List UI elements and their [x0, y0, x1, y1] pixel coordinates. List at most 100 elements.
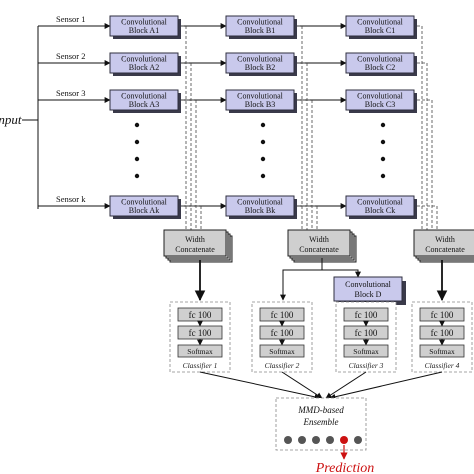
svg-text:fc 100: fc 100 [431, 310, 454, 320]
conv-block-d: Convolutional Block D [333, 276, 406, 305]
dashed-feature-lines [181, 25, 438, 234]
feature-dash-line [297, 62, 308, 234]
block-prefix: Convolutional [237, 18, 284, 27]
classifier-label: Classifier 4 [425, 361, 460, 370]
feature-dash-line [417, 25, 423, 234]
block-prefix: Convolutional [237, 55, 284, 64]
softmax-layer [419, 344, 465, 358]
block-prefix: Convolutional [357, 198, 404, 207]
softmax-layer [343, 344, 389, 358]
feature-dash-line [417, 99, 433, 234]
svg-text:Concatenate: Concatenate [175, 245, 215, 254]
block-prefix: Convolutional [121, 198, 168, 207]
feature-dash-line [297, 25, 303, 234]
ensemble-line2: Ensemble [303, 417, 339, 427]
sensor-label: Sensor k [56, 194, 86, 204]
block-prefix: Convolutional [237, 92, 284, 101]
block-name: Block B2 [245, 63, 275, 72]
ensemble-line1: MMD-based [297, 405, 344, 415]
feature-dash-line [181, 205, 202, 234]
block-prefix: Convolutional [357, 18, 404, 27]
svg-text:fc 100: fc 100 [431, 328, 454, 338]
block-name: Block A2 [129, 63, 159, 72]
svg-text:Concatenate: Concatenate [425, 245, 465, 254]
feature-dash-line [297, 99, 313, 234]
svg-text:fc 100: fc 100 [271, 328, 294, 338]
classifier-label: Classifier 2 [265, 361, 300, 370]
svg-text:Width: Width [185, 235, 205, 244]
block-prefix: Convolutional [121, 18, 168, 27]
classifier-label: Classifier 3 [349, 361, 384, 370]
block-name: Block A1 [129, 26, 159, 35]
feature-dash-line [417, 62, 428, 234]
block-prefix: Convolutional [121, 55, 168, 64]
block-name: Block Ak [129, 206, 159, 215]
feature-dash-line [181, 25, 187, 234]
block-prefix: Convolutional [357, 92, 404, 101]
svg-text:Softmax: Softmax [353, 347, 379, 356]
svg-text:fc 100: fc 100 [355, 328, 378, 338]
block-name: Block Ck [365, 206, 395, 215]
classifier-label: Classifier 1 [183, 361, 218, 370]
svg-text:Softmax: Softmax [187, 347, 213, 356]
block-name: Block C1 [365, 26, 395, 35]
svg-text:fc 100: fc 100 [271, 310, 294, 320]
width-concatenate-group: WidthConcatenateWidthConcatenateWidthCon… [163, 229, 474, 263]
block-name: Block Bk [245, 206, 275, 215]
svg-text:Convolutional: Convolutional [345, 280, 392, 289]
svg-text:fc 100: fc 100 [189, 310, 212, 320]
sensor-label: Sensor 1 [56, 14, 86, 24]
feature-dash-line [297, 205, 318, 234]
svg-text:Width: Width [309, 235, 329, 244]
block-prefix: Convolutional [357, 55, 404, 64]
block-name: Block C2 [365, 63, 395, 72]
block-prefix: Convolutional [237, 198, 284, 207]
block-name: Block C3 [365, 100, 395, 109]
block-name: Block A3 [129, 100, 159, 109]
sensor-label: Sensor 2 [56, 51, 86, 61]
block-prefix: Convolutional [121, 92, 168, 101]
feature-dash-line [417, 205, 438, 234]
prediction-label: Prediction [315, 461, 375, 474]
softmax-layer [259, 344, 305, 358]
svg-text:Softmax: Softmax [429, 347, 455, 356]
softmax-layer [177, 344, 223, 358]
svg-text:Width: Width [435, 235, 455, 244]
svg-text:fc 100: fc 100 [189, 328, 212, 338]
svg-text:fc 100: fc 100 [355, 310, 378, 320]
block-name: Block B3 [245, 100, 275, 109]
feature-dash-line [181, 62, 192, 234]
input-label: Input [0, 112, 22, 127]
svg-text:Block D: Block D [355, 290, 382, 299]
svg-text:Concatenate: Concatenate [299, 245, 339, 254]
mmd-ensemble: MMD-based Ensemble [275, 397, 367, 460]
feature-dash-line [181, 99, 197, 234]
sensor-label: Sensor 3 [56, 88, 86, 98]
row-ellipsis [134, 122, 386, 179]
ensemble-wires [199, 371, 443, 400]
svg-text:Softmax: Softmax [269, 347, 295, 356]
block-name: Block B1 [245, 26, 275, 35]
